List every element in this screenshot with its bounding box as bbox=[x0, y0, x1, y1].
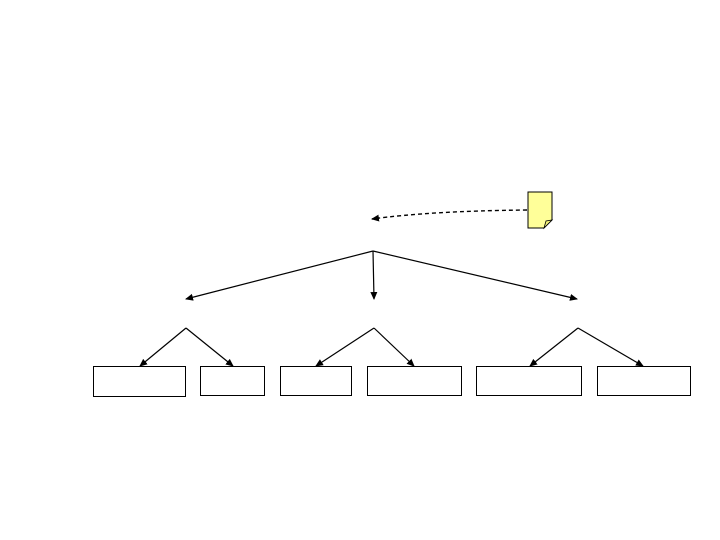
sticky-note-icon bbox=[527, 191, 554, 230]
branch-middle-edge-a bbox=[315, 327, 375, 367]
root-edge-middle bbox=[370, 250, 378, 300]
root-edge-right bbox=[372, 250, 578, 301]
branch-left-edge-a bbox=[139, 327, 187, 367]
leaf-box-5 bbox=[476, 366, 582, 396]
leaf-box-2 bbox=[200, 366, 265, 396]
leaf-box-6 bbox=[597, 366, 691, 396]
branch-right-edge-a bbox=[529, 327, 579, 367]
leaf-box-3 bbox=[280, 366, 352, 396]
leaf-box-1 bbox=[93, 366, 186, 397]
sticky-note-fold bbox=[543, 219, 554, 230]
branch-right-edge-b bbox=[577, 327, 644, 367]
branch-middle-edge-b bbox=[373, 327, 415, 367]
branch-left-edge-b bbox=[185, 327, 234, 367]
note-dashed-arrow bbox=[371, 209, 528, 222]
root-edge-left bbox=[185, 250, 374, 301]
leaf-box-4 bbox=[367, 366, 462, 396]
